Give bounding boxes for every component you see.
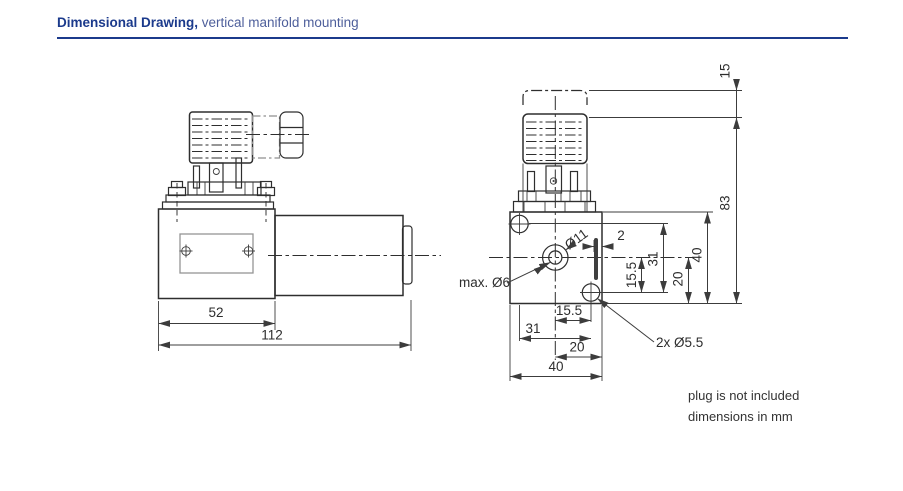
dim-15-label: 15 [718, 63, 733, 78]
plug-side [188, 111, 254, 164]
plug-phantom-outline [522, 89, 588, 105]
page-title: Dimensional Drawing, vertical manifold m… [57, 15, 848, 39]
dim-83-label: 83 [718, 195, 733, 210]
dim-52: 52 [158, 301, 276, 351]
label-max-bore: max. Ø6 [459, 261, 551, 290]
connector-pins-front [512, 163, 597, 213]
dim-15-5-vertical: 15.5 [624, 257, 645, 293]
notes: plug is not included dimensions in mm [688, 388, 799, 424]
cable-gland [246, 111, 312, 159]
dim-31-vertical: 31 [646, 223, 667, 293]
title-subtitle: vertical manifold mounting [198, 15, 359, 30]
dim-31-h-label: 31 [525, 321, 540, 336]
title-bold: Dimensional Drawing, [57, 15, 199, 30]
mounting-hole-top-left [508, 213, 531, 235]
solenoid-tube [268, 214, 441, 297]
locating-tab [594, 238, 598, 280]
note-plug: plug is not included [688, 388, 799, 403]
dim-40-v-label: 40 [690, 247, 705, 262]
dim-2-label: 2 [617, 228, 625, 243]
dim-20-h-label: 20 [569, 340, 584, 355]
dim-40-vertical: 40 [690, 212, 711, 304]
extension-lines-bottom [509, 302, 603, 381]
dim-15-5-v-label: 15.5 [624, 262, 639, 288]
mounting-hole-bottom-right [580, 281, 602, 304]
mounting-holes-text: 2x Ø5.5 [656, 335, 703, 350]
port-circles [541, 244, 569, 271]
dim-83-vertical: 83 [718, 117, 740, 304]
port-diameter-text: Ø11 [562, 226, 591, 253]
dim-112: 112 [158, 300, 412, 351]
dim-15-5-horizontal: 15.5 [555, 303, 591, 324]
dim-20-horizontal: 20 [555, 340, 602, 361]
valve-body [157, 208, 276, 300]
dim-40-h-label: 40 [548, 359, 563, 374]
dim-15-5-h-label: 15.5 [556, 303, 582, 318]
dim-31-v-label: 31 [646, 251, 661, 266]
dim-20-vertical: 20 [671, 257, 692, 304]
mounting-flange-side [161, 180, 276, 222]
side-view: 52 112 [157, 111, 441, 351]
dim-2: 2 [582, 228, 625, 252]
extension-lines-right [529, 90, 742, 304]
nameplate [179, 233, 255, 274]
dim-112-label: 112 [261, 328, 283, 343]
note-units: dimensions in mm [688, 409, 793, 424]
max-bore-text: max. Ø6 [459, 275, 510, 290]
dim-15-vertical: 15 [718, 63, 740, 118]
dim-31-horizontal: 31 [519, 321, 591, 342]
dim-52-label: 52 [208, 305, 223, 320]
front-view: 2 Ø11 max. Ø6 2x Ø5.5 [459, 63, 742, 381]
dim-40-horizontal: 40 [510, 359, 602, 380]
label-mounting-holes: 2x Ø5.5 [596, 298, 703, 350]
dim-20-v-label: 20 [671, 271, 686, 286]
